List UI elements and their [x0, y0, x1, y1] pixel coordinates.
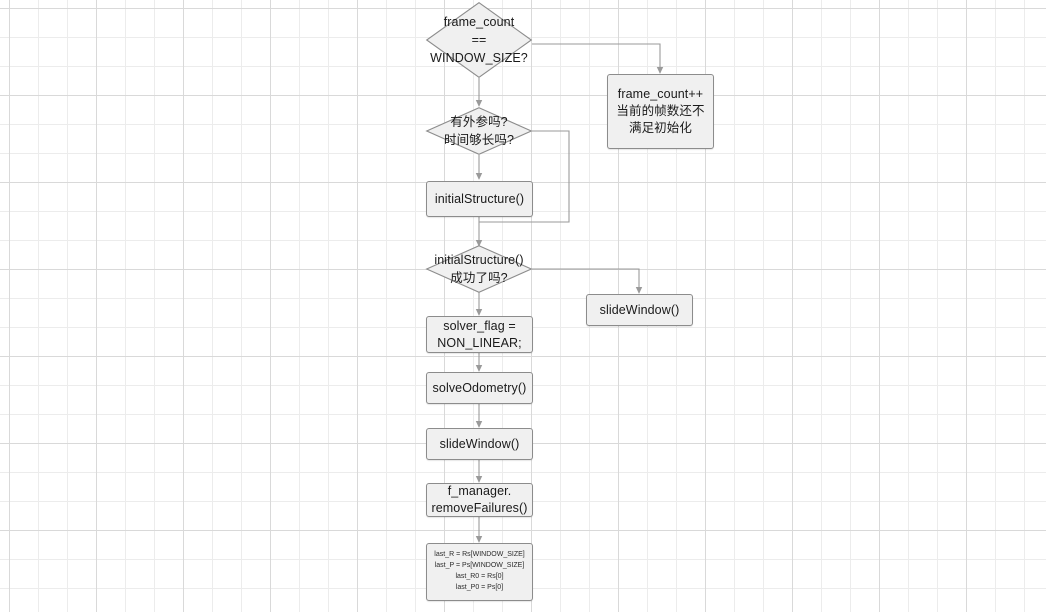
text-line: last_P0 = Ps[0]: [455, 583, 504, 591]
text-line: slideWindow(): [599, 302, 680, 317]
text-line: solveOdometry(): [432, 380, 527, 395]
text-line: NON_LINEAR;: [437, 335, 522, 350]
text-line: slideWindow(): [439, 436, 520, 451]
edge-check-to-slidewindow-right: [532, 268, 643, 294]
text-line: last_R = Rs[WINDOW_SIZE]: [434, 551, 525, 559]
process-slide-window-main[interactable]: slideWindow(): [426, 428, 533, 460]
text-line: last_P = Ps[WINDOW_SIZE]: [434, 562, 525, 570]
diamond-shape: [425, 2, 533, 78]
process-save-last-pose[interactable]: last_R = Rs[WINDOW_SIZE] last_P = Ps[WIN…: [426, 543, 533, 601]
process-solver-flag[interactable]: solver_flag = NON_LINEAR;: [426, 316, 533, 353]
diamond-shape: [425, 107, 533, 155]
process-solve-odometry[interactable]: solveOdometry(): [426, 372, 533, 404]
decision-extrinsic-check[interactable]: 有外参吗? 时间够长吗?: [425, 107, 533, 155]
text-line: f_manager.: [447, 484, 512, 499]
process-slide-window-right[interactable]: slideWindow(): [586, 294, 693, 326]
process-frame-count-increment[interactable]: frame_count++ 当前的帧数还不 满足初始化: [607, 74, 714, 149]
text-line: 满足初始化: [628, 120, 692, 135]
diamond-shape: [425, 245, 533, 293]
text-line: last_R0 = Rs[0]: [455, 573, 504, 580]
process-initial-structure[interactable]: initialStructure(): [426, 181, 533, 217]
text-line: 当前的帧数还不: [616, 104, 705, 119]
decision-frame-count-check[interactable]: frame_count == WINDOW_SIZE?: [425, 2, 533, 78]
text-line: initialStructure(): [434, 191, 525, 206]
edge-framecount-to-increment: [532, 43, 664, 74]
decision-initial-structure-check[interactable]: initialStructure() 成功了吗?: [425, 245, 533, 293]
process-remove-failures[interactable]: f_manager. removeFailures(): [426, 483, 533, 517]
text-line: frame_count++: [617, 87, 704, 102]
text-line: solver_flag =: [443, 318, 516, 333]
text-line: removeFailures(): [431, 501, 528, 515]
